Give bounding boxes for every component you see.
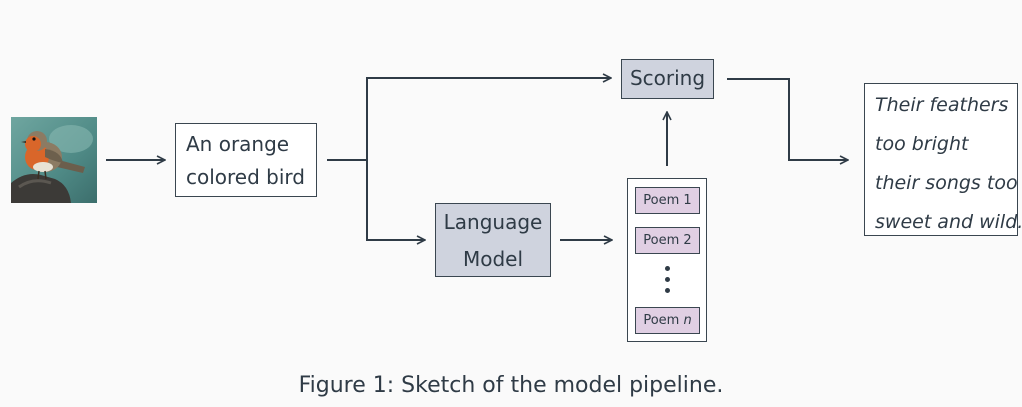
language-model-line-1: Language <box>443 210 543 234</box>
arrow-caption-to-model <box>366 160 425 240</box>
ellipsis-dot <box>665 288 670 293</box>
ellipsis-dot <box>665 266 670 271</box>
language-model-line-2: Model <box>462 247 524 271</box>
robin-photo <box>11 117 97 203</box>
output-line-1: Their feathers <box>875 94 1009 116</box>
figure-label: Figure 1: <box>298 373 395 398</box>
output-line-4: sweet and wild. <box>875 211 1022 233</box>
poem-2-box: Poem 2 <box>635 227 700 254</box>
arrow-scoring-to-output <box>727 78 848 160</box>
input-caption-line-1: An orange <box>186 132 290 156</box>
figure-caption: Figure 1: Sketch of the model pipeline. <box>0 372 1022 400</box>
poem-n-box: Poem n <box>635 307 700 334</box>
poem-2-label: Poem 2 <box>643 233 692 248</box>
scoring-box: Scoring <box>621 59 714 99</box>
figure-caption-text: Sketch of the model pipeline. <box>394 373 724 398</box>
poem-n-index: n <box>683 313 692 328</box>
ellipsis-dot <box>665 277 670 282</box>
input-caption-line-2: colored bird <box>186 165 305 189</box>
poem-n-prefix: Poem <box>643 313 684 328</box>
scoring-label: Scoring <box>629 66 706 90</box>
output-poem-box: Their feathers too bright their songs to… <box>864 83 1022 236</box>
output-line-2: too bright <box>875 133 969 155</box>
poem-1-label: Poem 1 <box>643 193 692 208</box>
arrow-caption-to-scoring <box>327 78 611 161</box>
language-model-box: Language Model <box>435 203 551 277</box>
output-line-3: their songs too <box>875 172 1018 194</box>
input-caption-box: An orange colored bird <box>175 123 317 197</box>
poem-1-box: Poem 1 <box>635 187 700 214</box>
